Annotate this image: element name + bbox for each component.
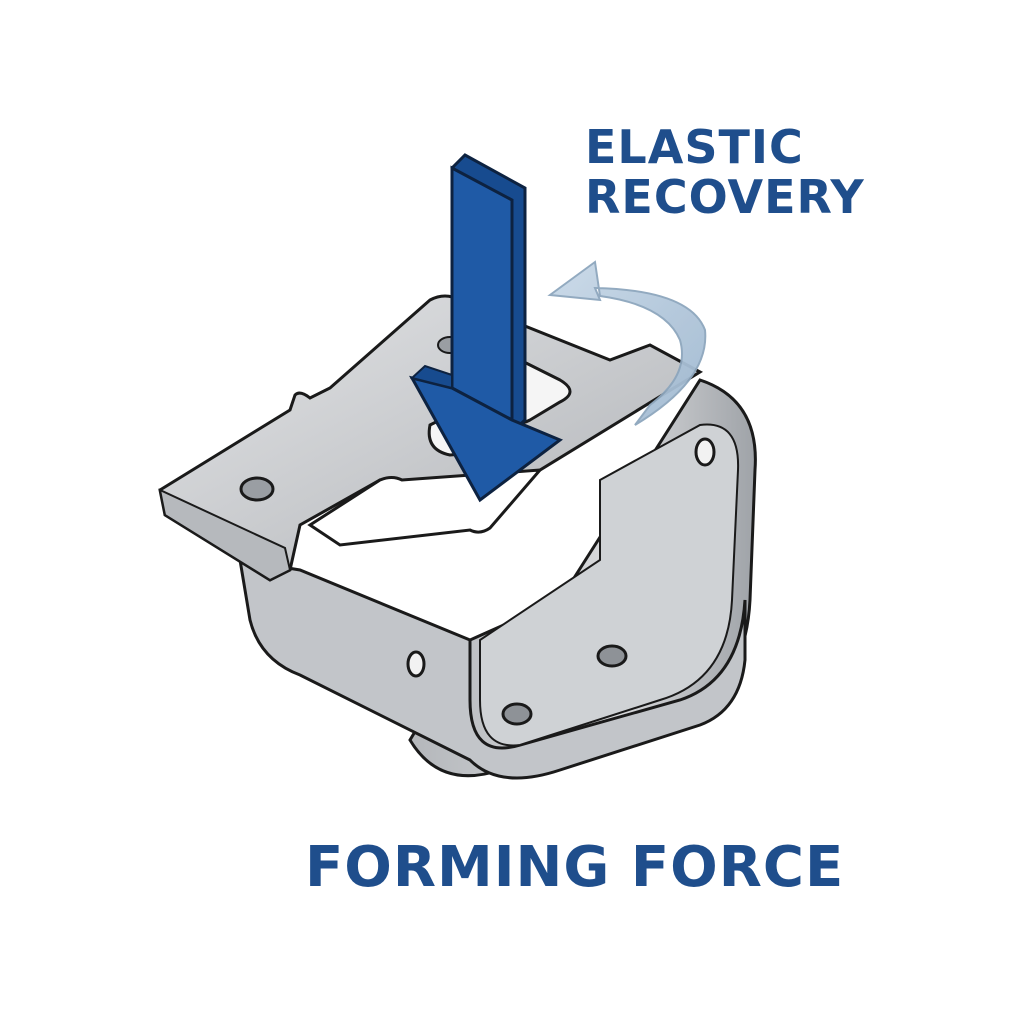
elastic-recovery-arrow-icon — [547, 260, 707, 426]
hole-icon — [501, 702, 533, 726]
hole-icon — [596, 644, 628, 668]
forming-force-label: FORMING FORCE — [305, 835, 845, 900]
hole-icon — [239, 476, 275, 502]
hole-icon — [694, 437, 716, 467]
elastic-label-line2: RECOVERY — [585, 170, 865, 224]
hole-icon — [406, 650, 426, 678]
elastic-recovery-label: ELASTIC RECOVERY — [585, 122, 865, 222]
forming-force-arrow-icon — [409, 153, 563, 503]
bracket-body — [238, 378, 757, 780]
elastic-label-line1: ELASTIC — [585, 120, 804, 174]
